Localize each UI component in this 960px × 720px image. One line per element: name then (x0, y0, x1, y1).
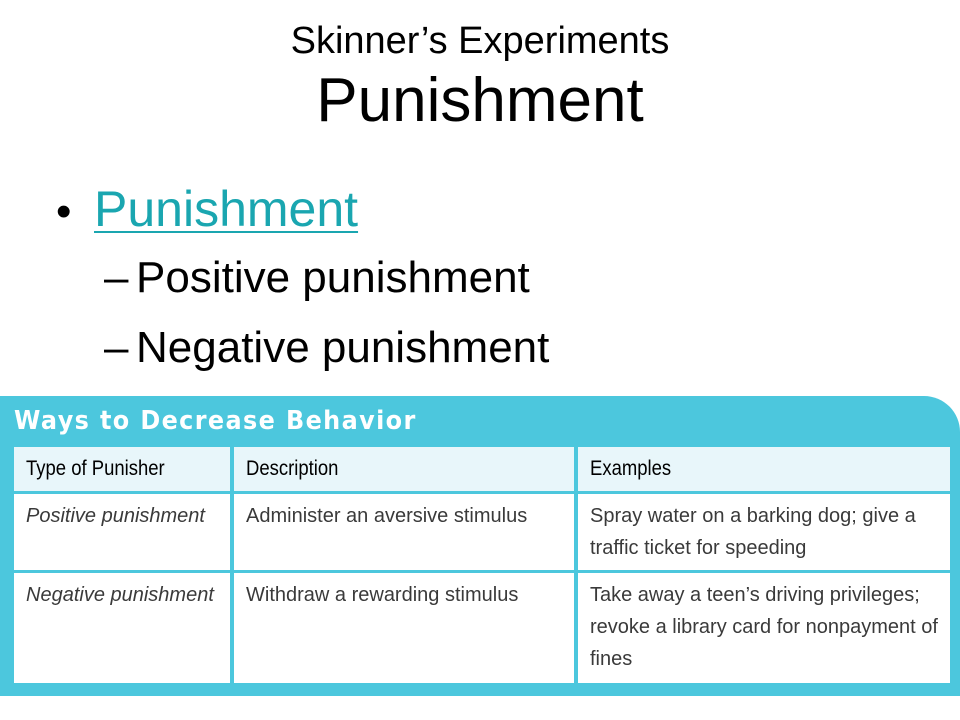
cell-examples: Take away a teen’s driving privileges; r… (578, 573, 950, 683)
table-header-row: Type of Punisher Description Examples (14, 447, 950, 491)
column-header-description: Description (234, 447, 574, 491)
title-line-2: Punishment (316, 66, 644, 135)
cell-description: Administer an aversive stimulus (234, 494, 574, 570)
cell-type: Positive punishment (14, 494, 230, 570)
slide-title: Skinner’s Experiments Punishment (0, 18, 960, 138)
bullet-list: • Punishment –Positive punishment –Negat… (56, 178, 549, 383)
panel-heading: Ways to Decrease Behavior (14, 406, 417, 436)
punishment-link[interactable]: Punishment (94, 181, 359, 237)
column-header-type: Type of Punisher (14, 447, 230, 491)
title-line-1: Skinner’s Experiments (290, 20, 670, 62)
cell-description: Withdraw a rewarding stimulus (234, 573, 574, 683)
table-row: Positive punishment Administer an aversi… (14, 494, 950, 570)
column-header-examples: Examples (578, 447, 950, 491)
sub-item-text: Positive punishment (136, 253, 530, 302)
cell-type: Negative punishment (14, 573, 230, 683)
punishment-table: Type of Punisher Description Examples Po… (10, 444, 954, 686)
bullet-dot-icon: • (56, 187, 72, 236)
dash-icon: – (104, 323, 129, 372)
table-row: Negative punishment Withdraw a rewarding… (14, 573, 950, 683)
ways-to-decrease-panel: Ways to Decrease Behavior Type of Punish… (0, 396, 960, 696)
dash-icon: – (104, 253, 129, 302)
cell-examples: Spray water on a barking dog; give a tra… (578, 494, 950, 570)
sub-item-text: Negative punishment (136, 323, 550, 372)
sub-item-negative: –Negative punishment (56, 313, 549, 383)
sub-item-positive: –Positive punishment (56, 243, 549, 313)
bullet-item-main: • Punishment (56, 178, 549, 243)
